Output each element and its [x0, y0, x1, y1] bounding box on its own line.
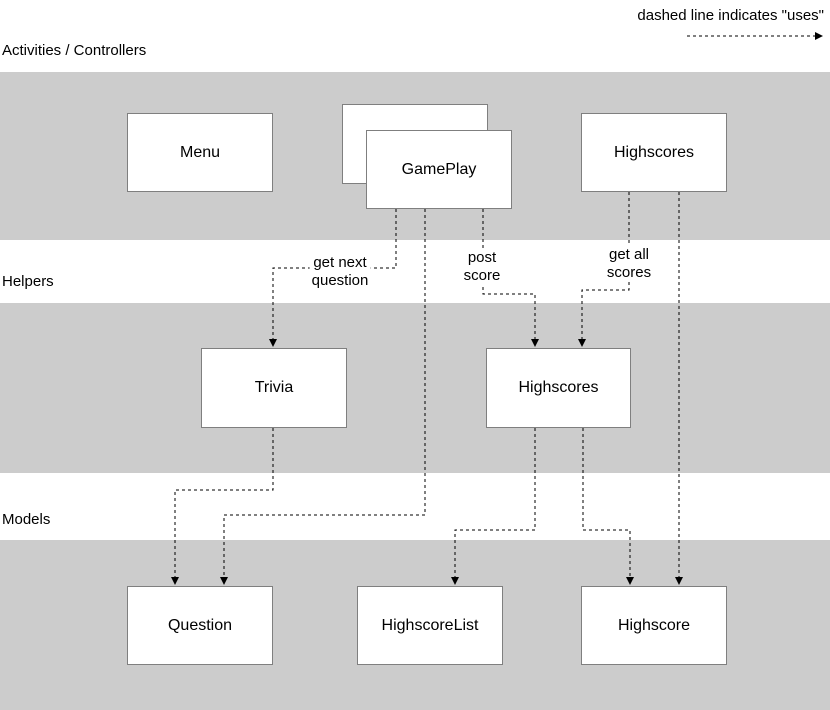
edge-gameplay-question [220, 209, 426, 585]
highscore-list-box: HighscoreList [357, 586, 503, 665]
layer-label-helpers: Helpers [2, 273, 54, 290]
helpers-band [0, 303, 830, 473]
edge-trivia-question [171, 428, 274, 585]
menu-box: Menu [127, 113, 273, 192]
edge-activity-highscores-helper [578, 192, 630, 347]
highscore-box: Highscore [581, 586, 727, 665]
edge-helper-highscore [582, 428, 634, 585]
gameplay-box: GamePlay [366, 130, 512, 209]
question-box: Question [127, 586, 273, 665]
edge-helper-highscorelist [451, 428, 536, 585]
edge-label-get-next-question: get next question [309, 254, 371, 290]
layer-label-models: Models [2, 511, 51, 528]
edge-label-get-all-scores: get all scores [604, 246, 654, 282]
layer-label-controllers: Activities / Controllers [2, 42, 147, 59]
highscores-helper-box: Highscores [486, 348, 631, 428]
trivia-box: Trivia [201, 348, 347, 428]
edge-label-post-score: post score [461, 249, 503, 285]
legend-text: dashed line indicates "uses" [637, 7, 824, 24]
highscores-activity-box: Highscores [581, 113, 727, 192]
